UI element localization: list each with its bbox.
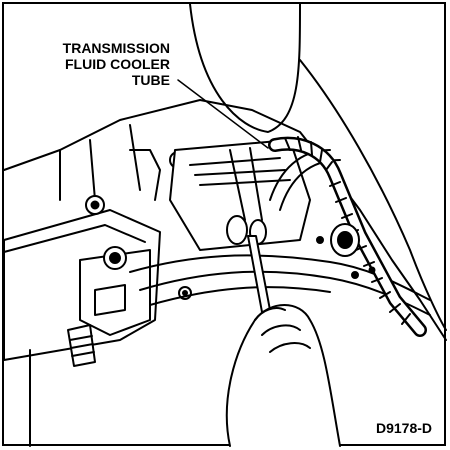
corrugated-hose bbox=[268, 136, 427, 337]
callout-line-1: TRANSMISSION bbox=[62, 40, 170, 56]
hand bbox=[225, 304, 341, 447]
callout-leader bbox=[177, 79, 269, 149]
wrench bbox=[247, 235, 271, 313]
callout-label: TRANSMISSION FLUID COOLER TUBE bbox=[63, 40, 170, 88]
engine-block bbox=[3, 99, 447, 341]
callout-line-2: FLUID COOLER bbox=[65, 56, 170, 72]
callout-line-3: TUBE bbox=[131, 72, 170, 88]
figure-code: D9178-D bbox=[375, 420, 432, 436]
tube-fitting bbox=[226, 215, 248, 245]
transmission-housing bbox=[189, 3, 301, 133]
loose-bolt bbox=[67, 324, 96, 367]
